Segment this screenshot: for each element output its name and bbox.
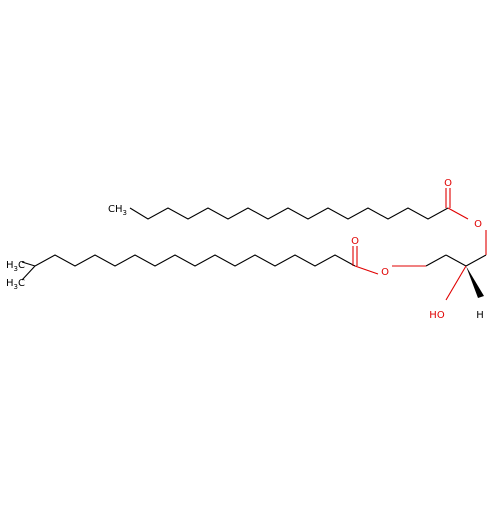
backbone-bond-2	[445, 254, 467, 267]
atom-labels: O O O O HO H CH3 H3C H3C	[6, 178, 484, 321]
stereo-wedge-bond	[466, 266, 484, 298]
carbon-bonds	[21, 207, 487, 281]
top-ester-o-bond-1	[447, 207, 469, 220]
atom-label-methyl-top: CH3	[108, 204, 127, 217]
atom-label-ester-o-bottom: O	[381, 267, 389, 278]
backbone-bond-1	[465, 254, 487, 267]
atom-label-hydroxyl: HO	[429, 310, 445, 321]
atom-label-carbonyl-o-top: O	[444, 178, 452, 189]
iso-branch-lower-bond	[21, 265, 36, 281]
atom-label-ester-o-top: O	[474, 219, 482, 230]
bottom-chain-bonds	[34, 254, 356, 267]
backbone-bond-3	[425, 254, 447, 267]
atom-label-stereo-h: H	[476, 310, 484, 321]
atom-label-methyl-iso-upper: H3C	[6, 260, 25, 273]
hydroxyl-bond	[445, 265, 467, 301]
top-chain-bonds	[129, 207, 449, 220]
atom-label-carbonyl-o-bottom: O	[351, 236, 359, 247]
bottom-ester-o-bond-1	[354, 265, 379, 275]
oxygen-bonds	[352, 188, 487, 301]
atom-label-methyl-iso-lower: H3C	[6, 278, 25, 291]
iso-branch-upper-bond	[21, 261, 36, 267]
